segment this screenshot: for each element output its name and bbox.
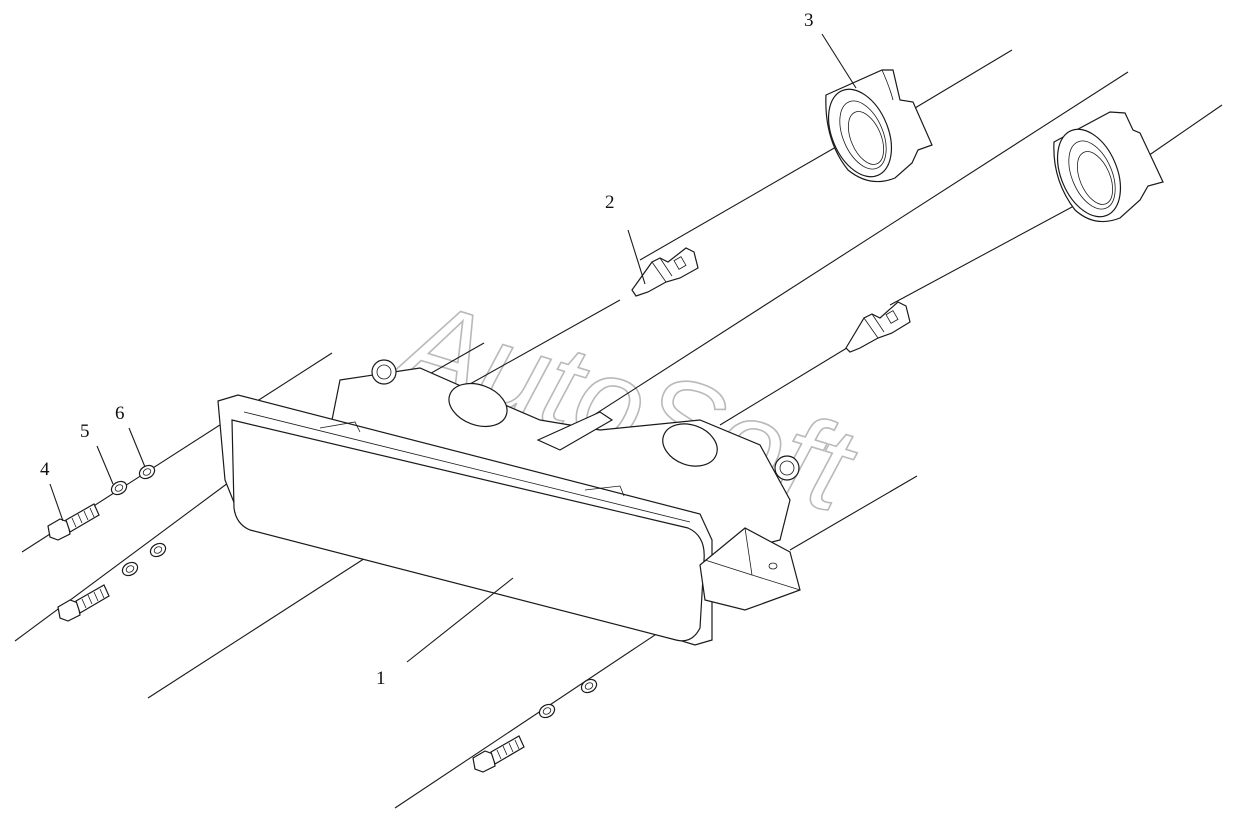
leader-line-3 bbox=[821, 33, 857, 89]
leader-line-1 bbox=[406, 577, 514, 663]
callout-2: 2 bbox=[605, 192, 615, 213]
leader-line-4 bbox=[49, 483, 64, 522]
bulb-lower bbox=[845, 301, 911, 353]
callout-5: 5 bbox=[80, 421, 90, 442]
fasteners-lower bbox=[472, 678, 598, 773]
axis-line bbox=[14, 479, 233, 642]
callout-3: 3 bbox=[804, 10, 814, 31]
leader-line-2 bbox=[627, 229, 646, 285]
axis-line bbox=[914, 49, 1013, 109]
callout-1: 1 bbox=[376, 668, 386, 689]
axis-line bbox=[719, 339, 861, 426]
axis-line bbox=[147, 532, 405, 699]
leader-lines bbox=[49, 33, 857, 663]
fog-lamp-housing bbox=[217, 359, 801, 646]
axis-line bbox=[639, 146, 837, 261]
bulb-upper bbox=[631, 247, 699, 297]
bulb-cover-lower bbox=[1053, 111, 1164, 223]
leader-line-5 bbox=[96, 445, 114, 485]
bulb-cover-upper bbox=[825, 69, 933, 183]
axis-line bbox=[554, 71, 1129, 441]
assembly-axis-lines bbox=[14, 49, 1223, 809]
axis-line bbox=[1144, 104, 1223, 159]
axis-line bbox=[889, 199, 1086, 306]
fasteners-middle bbox=[57, 542, 167, 622]
axis-line bbox=[789, 475, 918, 551]
fasteners-upper bbox=[47, 464, 156, 541]
callout-4: 4 bbox=[40, 459, 50, 480]
leader-line-6 bbox=[128, 427, 146, 468]
callout-labels: 1 2 3 4 5 6 bbox=[40, 10, 814, 689]
callout-6: 6 bbox=[115, 403, 125, 424]
